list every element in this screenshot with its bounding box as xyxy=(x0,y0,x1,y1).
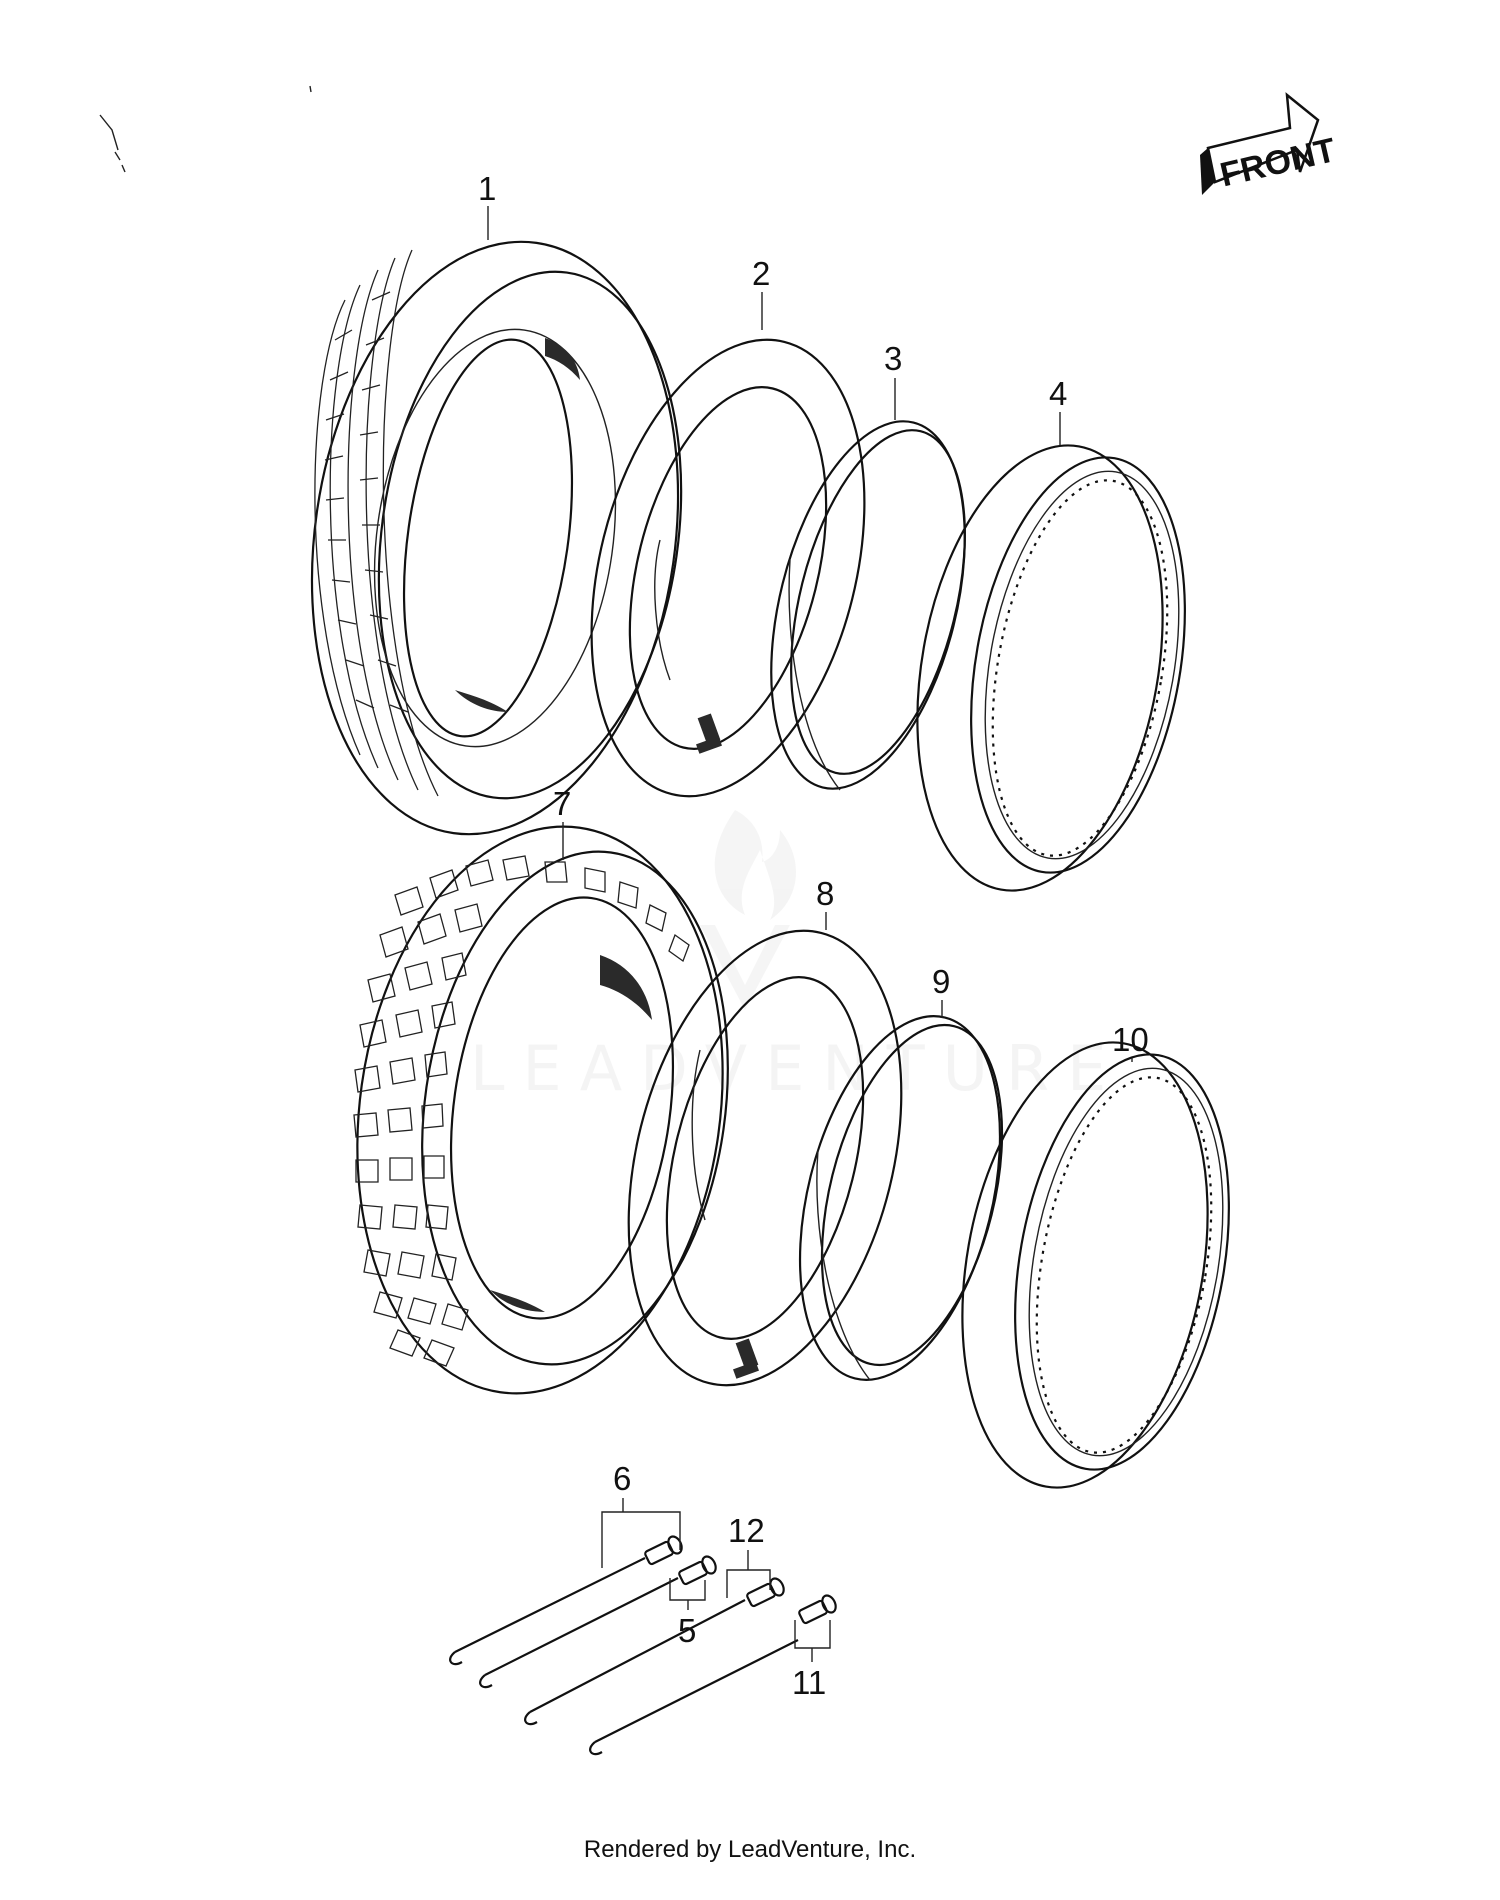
callout-6: 6 xyxy=(613,1460,631,1497)
callout-7: 7 xyxy=(553,785,571,822)
spokes-group xyxy=(449,1498,837,1756)
callout-1: 1 xyxy=(478,170,496,207)
part-9-rear-rim-band xyxy=(798,1000,1004,1381)
callout-8: 8 xyxy=(816,875,834,912)
callout-4: 4 xyxy=(1049,375,1067,412)
part-8-rear-inner-tube xyxy=(627,912,903,1387)
front-direction-arrow: FRONT xyxy=(1200,92,1339,195)
callout-10: 10 xyxy=(1112,1021,1149,1058)
callout-5: 5 xyxy=(678,1612,696,1649)
part-2-inner-tube xyxy=(590,292,866,798)
knobby-tread-blocks xyxy=(353,855,690,1367)
part-4-front-rim xyxy=(916,412,1186,892)
watermark-text: LEADVENTURE xyxy=(470,1032,1124,1105)
callout-12: 12 xyxy=(728,1512,765,1549)
callout-2: 2 xyxy=(752,255,770,292)
part-3-rim-band xyxy=(770,378,966,791)
tube-valve xyxy=(696,713,722,754)
part-7-rear-tire xyxy=(353,822,729,1395)
part-1-front-tire xyxy=(310,206,683,836)
rear-tube-valve xyxy=(733,1338,759,1379)
callout-9: 9 xyxy=(932,963,950,1000)
footer-credit: Rendered by LeadVenture, Inc. xyxy=(583,1836,917,1863)
part-10-rear-rim xyxy=(961,1041,1230,1489)
callout-11: 11 xyxy=(792,1664,826,1701)
leadventure-watermark: LEADVENTURE xyxy=(470,810,1124,1105)
scan-marks xyxy=(99,85,312,173)
callout-3: 3 xyxy=(884,340,902,377)
